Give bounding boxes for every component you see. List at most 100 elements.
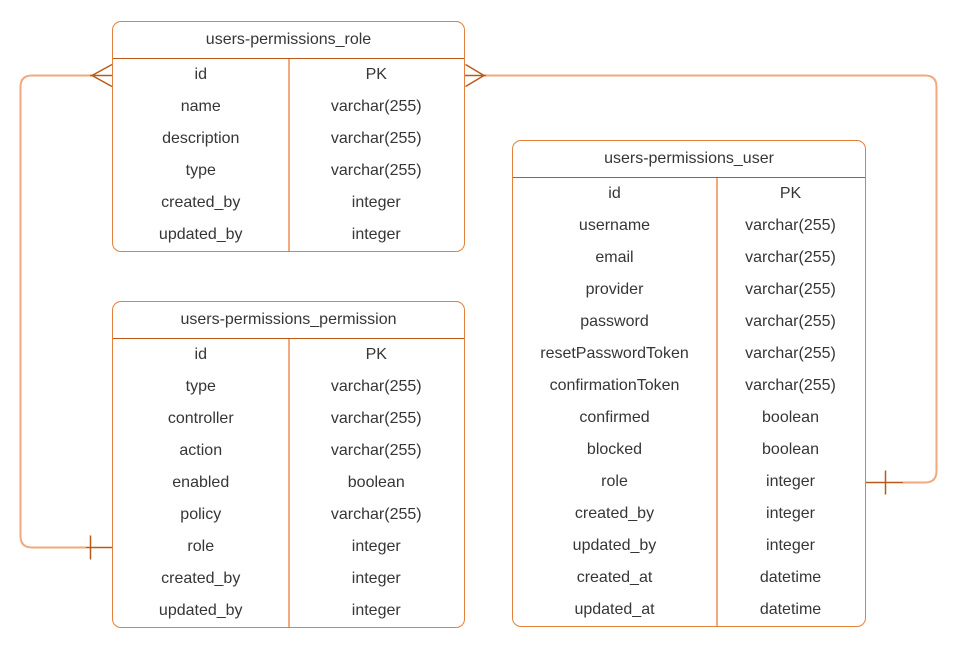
field-name-cell: resetPasswordToken	[540, 345, 689, 362]
field-type-cell: varchar(255)	[330, 162, 422, 179]
one-tick-icon	[866, 470, 903, 495]
field-name-cell: updated_by	[158, 226, 243, 243]
table-row: enabled boolean	[113, 467, 464, 499]
table-row: updated_by integer	[113, 595, 464, 627]
field-type-cell: datetime	[759, 601, 822, 618]
table-row: confirmationToken varchar(255)	[513, 370, 865, 402]
field-type-cell: boolean	[762, 441, 819, 458]
field-name-cell: updated_by	[158, 602, 243, 619]
field-name-cell: confirmationToken	[549, 377, 680, 394]
field-name-cell: description	[162, 130, 240, 147]
table-row: confirmed boolean	[513, 402, 865, 434]
field-name-cell: email	[595, 249, 634, 266]
field-type-cell: datetime	[759, 569, 822, 586]
field-type-cell: varchar(255)	[330, 410, 422, 427]
table-row: id PK	[113, 339, 464, 371]
table-row: type varchar(255)	[113, 371, 464, 403]
column-divider	[287, 59, 290, 251]
field-name-cell: password	[580, 313, 649, 330]
connector-line	[19, 74, 92, 549]
field-type-cell: integer	[351, 602, 401, 619]
table-row: action varchar(255)	[113, 435, 464, 467]
field-type-cell: integer	[351, 570, 401, 587]
table-row: description varchar(255)	[113, 123, 464, 155]
table-row: created_at datetime	[513, 562, 865, 594]
field-name-cell: policy	[180, 506, 222, 523]
one-tick-icon	[86, 535, 112, 560]
table-row: type varchar(255)	[113, 155, 464, 187]
table-row: resetPasswordToken varchar(255)	[513, 338, 865, 370]
many-crow-foot-icon	[465, 63, 486, 88]
field-name-cell: created_at	[576, 569, 653, 586]
field-type-cell: varchar(255)	[745, 281, 836, 298]
entity-table-users-permissions-role[interactable]: users-permissions_role id PK name varchar(2…	[112, 21, 465, 252]
relationship-role-to-permission[interactable]	[19, 63, 113, 560]
field-type-cell: integer	[766, 537, 815, 554]
table-row: blocked boolean	[513, 434, 865, 466]
field-type-cell: varchar(255)	[330, 378, 422, 395]
table-title: users-permissions_permission	[113, 302, 464, 339]
field-name-cell: created_by	[574, 505, 655, 522]
table-row: created_by integer	[113, 563, 464, 595]
field-type-cell: varchar(255)	[330, 98, 422, 115]
field-type-cell: PK	[365, 66, 387, 83]
table-field-list: id PK name varchar(255) description varchar(2…	[113, 59, 464, 251]
table-row: email varchar(255)	[513, 242, 865, 274]
column-divider	[287, 339, 290, 627]
table-row: provider varchar(255)	[513, 274, 865, 306]
field-name-cell: id	[608, 185, 621, 202]
field-type-cell: integer	[351, 194, 401, 211]
field-name-cell: username	[578, 217, 651, 234]
field-name-cell: type	[185, 378, 216, 395]
field-name-cell: id	[194, 66, 207, 83]
field-type-cell: varchar(255)	[330, 442, 422, 459]
field-name-cell: role	[601, 473, 628, 490]
field-name-cell: name	[180, 98, 221, 115]
field-type-cell: boolean	[347, 474, 405, 491]
field-type-cell: integer	[351, 538, 401, 555]
field-type-cell: integer	[766, 473, 815, 490]
field-type-cell: integer	[351, 226, 401, 243]
field-name-cell: action	[179, 442, 223, 459]
field-type-cell: varchar(255)	[745, 249, 836, 266]
field-type-cell: varchar(255)	[745, 345, 836, 362]
column-divider	[716, 178, 718, 626]
field-type-cell: varchar(255)	[745, 377, 836, 394]
field-name-cell: confirmed	[579, 409, 650, 426]
table-row: updated_by integer	[513, 530, 865, 562]
field-name-cell: enabled	[172, 474, 230, 491]
field-name-cell: provider	[585, 281, 644, 298]
table-row: updated_by integer	[113, 219, 464, 251]
field-name-cell: updated_at	[574, 601, 655, 618]
table-row: role integer	[513, 466, 865, 498]
table-row: id PK	[113, 59, 464, 91]
field-name-cell: created_by	[161, 570, 241, 587]
field-type-cell: varchar(255)	[330, 130, 422, 147]
many-crow-foot-icon	[90, 63, 113, 88]
field-name-cell: type	[185, 162, 216, 179]
table-row: name varchar(255)	[113, 91, 464, 123]
field-name-cell: id	[194, 346, 207, 363]
field-type-cell: integer	[766, 505, 815, 522]
table-row: created_by integer	[113, 187, 464, 219]
field-name-cell: blocked	[586, 441, 643, 458]
table-title: users-permissions_role	[113, 22, 464, 59]
field-type-cell: PK	[365, 346, 387, 363]
field-name-cell: updated_by	[572, 537, 657, 554]
table-row: updated_at datetime	[513, 594, 865, 626]
table-title: users-permissions_user	[513, 141, 865, 178]
field-name-cell: role	[187, 538, 215, 555]
field-type-cell: boolean	[762, 409, 819, 426]
entity-table-users-permissions-permission[interactable]: users-permissions_permission id PK type var…	[112, 301, 465, 628]
field-name-cell: created_by	[161, 194, 241, 211]
table-row: role integer	[113, 531, 464, 563]
